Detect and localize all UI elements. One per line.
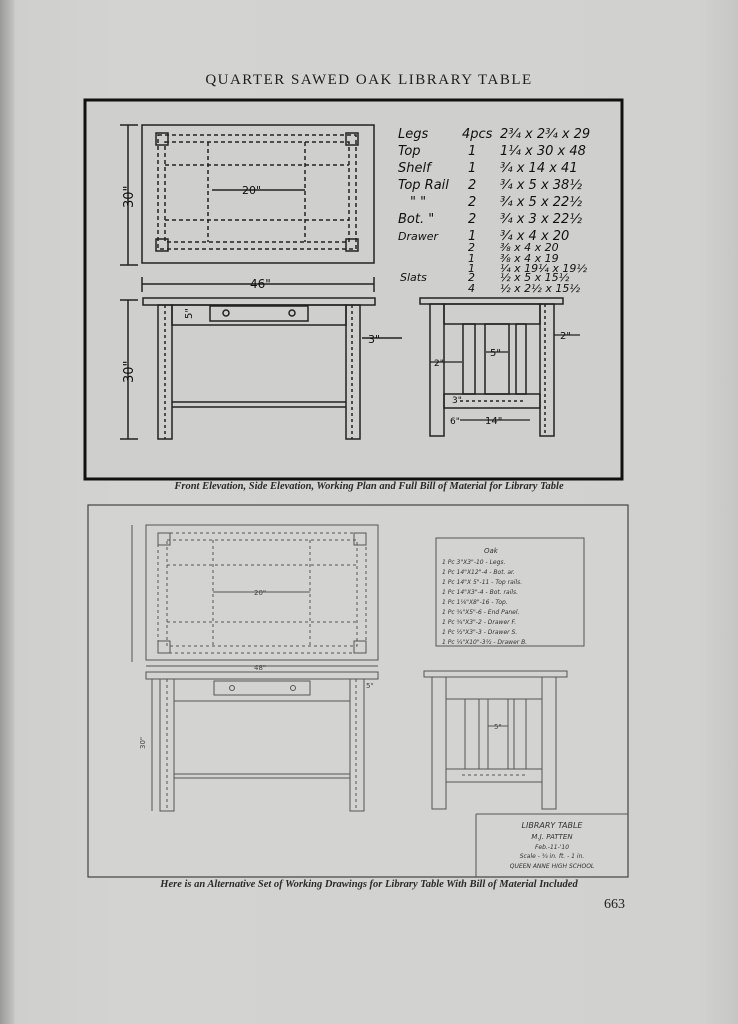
fig1-dim-30-front: 30" xyxy=(122,360,137,383)
svg-text:1: 1 xyxy=(468,262,475,275)
fig1-dim-30-plan: 30" xyxy=(122,185,137,208)
svg-text:2: 2 xyxy=(468,195,476,210)
fig1-dim-3: 3" xyxy=(368,333,380,346)
svg-text:Feb.-11-'10: Feb.-11-'10 xyxy=(535,844,569,851)
page-title: QUARTER SAWED OAK LIBRARY TABLE xyxy=(205,72,533,88)
svg-text:1 Pc 3"X3"-10 - Legs.: 1 Pc 3"X3"-10 - Legs. xyxy=(442,559,506,566)
fig1-plan-view xyxy=(141,124,375,264)
svg-text:Slats: Slats xyxy=(400,271,427,284)
svg-text:" ": " " xyxy=(410,195,426,210)
svg-text:1 Pc 14"X3"-4 - Bot. rails.: 1 Pc 14"X3"-4 - Bot. rails. xyxy=(442,589,518,596)
page-binding-edge xyxy=(0,0,14,1024)
fig1-dim-46: 46" xyxy=(250,277,271,291)
fig1-dim-2-slat: 2" xyxy=(434,359,444,369)
fig1-dim-20: 20" xyxy=(242,184,261,197)
svg-text:¾ x 4 x 20: ¾ x 4 x 20 xyxy=(500,229,569,244)
svg-text:¾ x 5 x 38½: ¾ x 5 x 38½ xyxy=(500,178,582,193)
svg-text:1: 1 xyxy=(468,252,475,265)
fig2-plan-view xyxy=(131,524,379,667)
fig1-dim-5-slat: 5" xyxy=(490,348,501,359)
fig2-title-block: LIBRARY TABLE M.J. PATTEN Feb.-11-'10 Sc… xyxy=(475,813,628,877)
svg-text:Bot. ": Bot. " xyxy=(398,212,434,227)
svg-text:LIBRARY TABLE: LIBRARY TABLE xyxy=(522,821,584,830)
svg-text:M.J. PATTEN: M.J. PATTEN xyxy=(531,833,573,841)
fig1-dim-5-rail: 5" xyxy=(184,308,195,319)
svg-text:Top: Top xyxy=(398,144,421,159)
fig2-front-elevation xyxy=(145,671,379,812)
fig2-dim-30: 30" xyxy=(139,737,147,749)
svg-text:4: 4 xyxy=(468,282,475,295)
fig1-bill-of-material: Legs 4pcs 2¾ x 2¾ x 29 Top 1 1¼ x 30 x 48 Sh… xyxy=(398,127,590,295)
svg-text:1 Pc 14"X12"-4 - Bot. ar.: 1 Pc 14"X12"-4 - Bot. ar. xyxy=(442,569,515,576)
figure2-caption: Here is an Alternative Set of Working Dr… xyxy=(160,879,578,890)
svg-text:Top Rail: Top Rail xyxy=(398,178,449,193)
svg-text:1¼ x 30 x 48: 1¼ x 30 x 48 xyxy=(500,144,586,159)
svg-text:2: 2 xyxy=(468,212,476,227)
fig2-bill-of-material: Oak 1 Pc 3"X3"-10 - Legs. 1 Pc 14"X12"-4… xyxy=(435,537,585,647)
svg-text:2: 2 xyxy=(468,178,476,193)
svg-text:Shelf: Shelf xyxy=(398,161,433,176)
fig2-dim-20: 20" xyxy=(254,589,266,597)
svg-text:Drawer: Drawer xyxy=(398,230,439,243)
svg-text:QUEEN ANNE HIGH SCHOOL: QUEEN ANNE HIGH SCHOOL xyxy=(510,863,595,870)
svg-text:2¾ x 2¾ x 29: 2¾ x 2¾ x 29 xyxy=(500,127,590,142)
fig2-dim-5-rail: 5" xyxy=(366,682,374,690)
fig2-dim-48: 48" xyxy=(254,664,266,672)
fig1-dim-6: 6" xyxy=(450,417,460,427)
fig1-side-elevation xyxy=(419,297,564,437)
fig2-dim-5-slat: 5" xyxy=(494,723,502,731)
svg-text:1 Pc ¾"X3"-2 - Drawer F.: 1 Pc ¾"X3"-2 - Drawer F. xyxy=(442,619,516,626)
figure1-caption: Front Elevation, Side Elevation, Working… xyxy=(174,481,564,492)
svg-text:1 Pc ¾"X5"-6 - End Panel.: 1 Pc ¾"X5"-6 - End Panel. xyxy=(442,609,520,616)
svg-text:¾ x 3 x 22½: ¾ x 3 x 22½ xyxy=(500,212,582,227)
svg-text:1: 1 xyxy=(468,144,476,159)
page-number: 663 xyxy=(604,897,625,912)
svg-text:1 Pc ½"X3"-3 - Drawer S.: 1 Pc ½"X3"-3 - Drawer S. xyxy=(442,629,517,636)
fig1-dim-14: 14" xyxy=(485,416,502,427)
svg-text:½ x 5 x 15½: ½ x 5 x 15½ xyxy=(500,271,570,284)
svg-text:1: 1 xyxy=(468,229,476,244)
svg-text:⅜ x 4 x 19: ⅜ x 4 x 19 xyxy=(500,252,559,265)
svg-text:1 Pc 1⅛"X8"-16 - Top.: 1 Pc 1⅛"X8"-16 - Top. xyxy=(442,599,508,606)
fig1-dim-2-side: 2" xyxy=(560,331,571,342)
svg-text:2: 2 xyxy=(468,271,475,284)
svg-text:2: 2 xyxy=(468,241,475,254)
svg-text:¾ x 5 x 22½: ¾ x 5 x 22½ xyxy=(500,195,582,210)
svg-text:1 Pc ¼"X10"-3½ - Drawer B.: 1 Pc ¼"X10"-3½ - Drawer B. xyxy=(442,639,527,646)
figure1-drawing: 20" 30" 46" xyxy=(83,98,624,481)
svg-text:⅜ x 4 x 20: ⅜ x 4 x 20 xyxy=(500,241,559,254)
svg-text:1 Pc 14"X 5"-11 - Top rails.: 1 Pc 14"X 5"-11 - Top rails. xyxy=(442,579,522,586)
svg-text:¼ x 19¼ x 19½: ¼ x 19¼ x 19½ xyxy=(500,262,587,275)
figure2-drawing: 20" 48" 30" 5" xyxy=(87,504,629,878)
svg-text:1: 1 xyxy=(468,161,476,176)
svg-text:Scale - ¾ in. ft. - 1 in.: Scale - ¾ in. ft. - 1 in. xyxy=(520,853,585,860)
fig2-side-elevation xyxy=(423,670,568,810)
svg-text:¾ x 14 x 41: ¾ x 14 x 41 xyxy=(500,161,578,176)
fig1-dim-3-shelf: 3" xyxy=(452,396,462,406)
svg-text:Oak: Oak xyxy=(484,547,499,555)
svg-text:Legs: Legs xyxy=(398,127,428,142)
svg-text:½ x 2½ x 15½: ½ x 2½ x 15½ xyxy=(500,282,580,295)
fig1-front-elevation xyxy=(142,297,376,440)
svg-text:4pcs: 4pcs xyxy=(462,127,493,142)
